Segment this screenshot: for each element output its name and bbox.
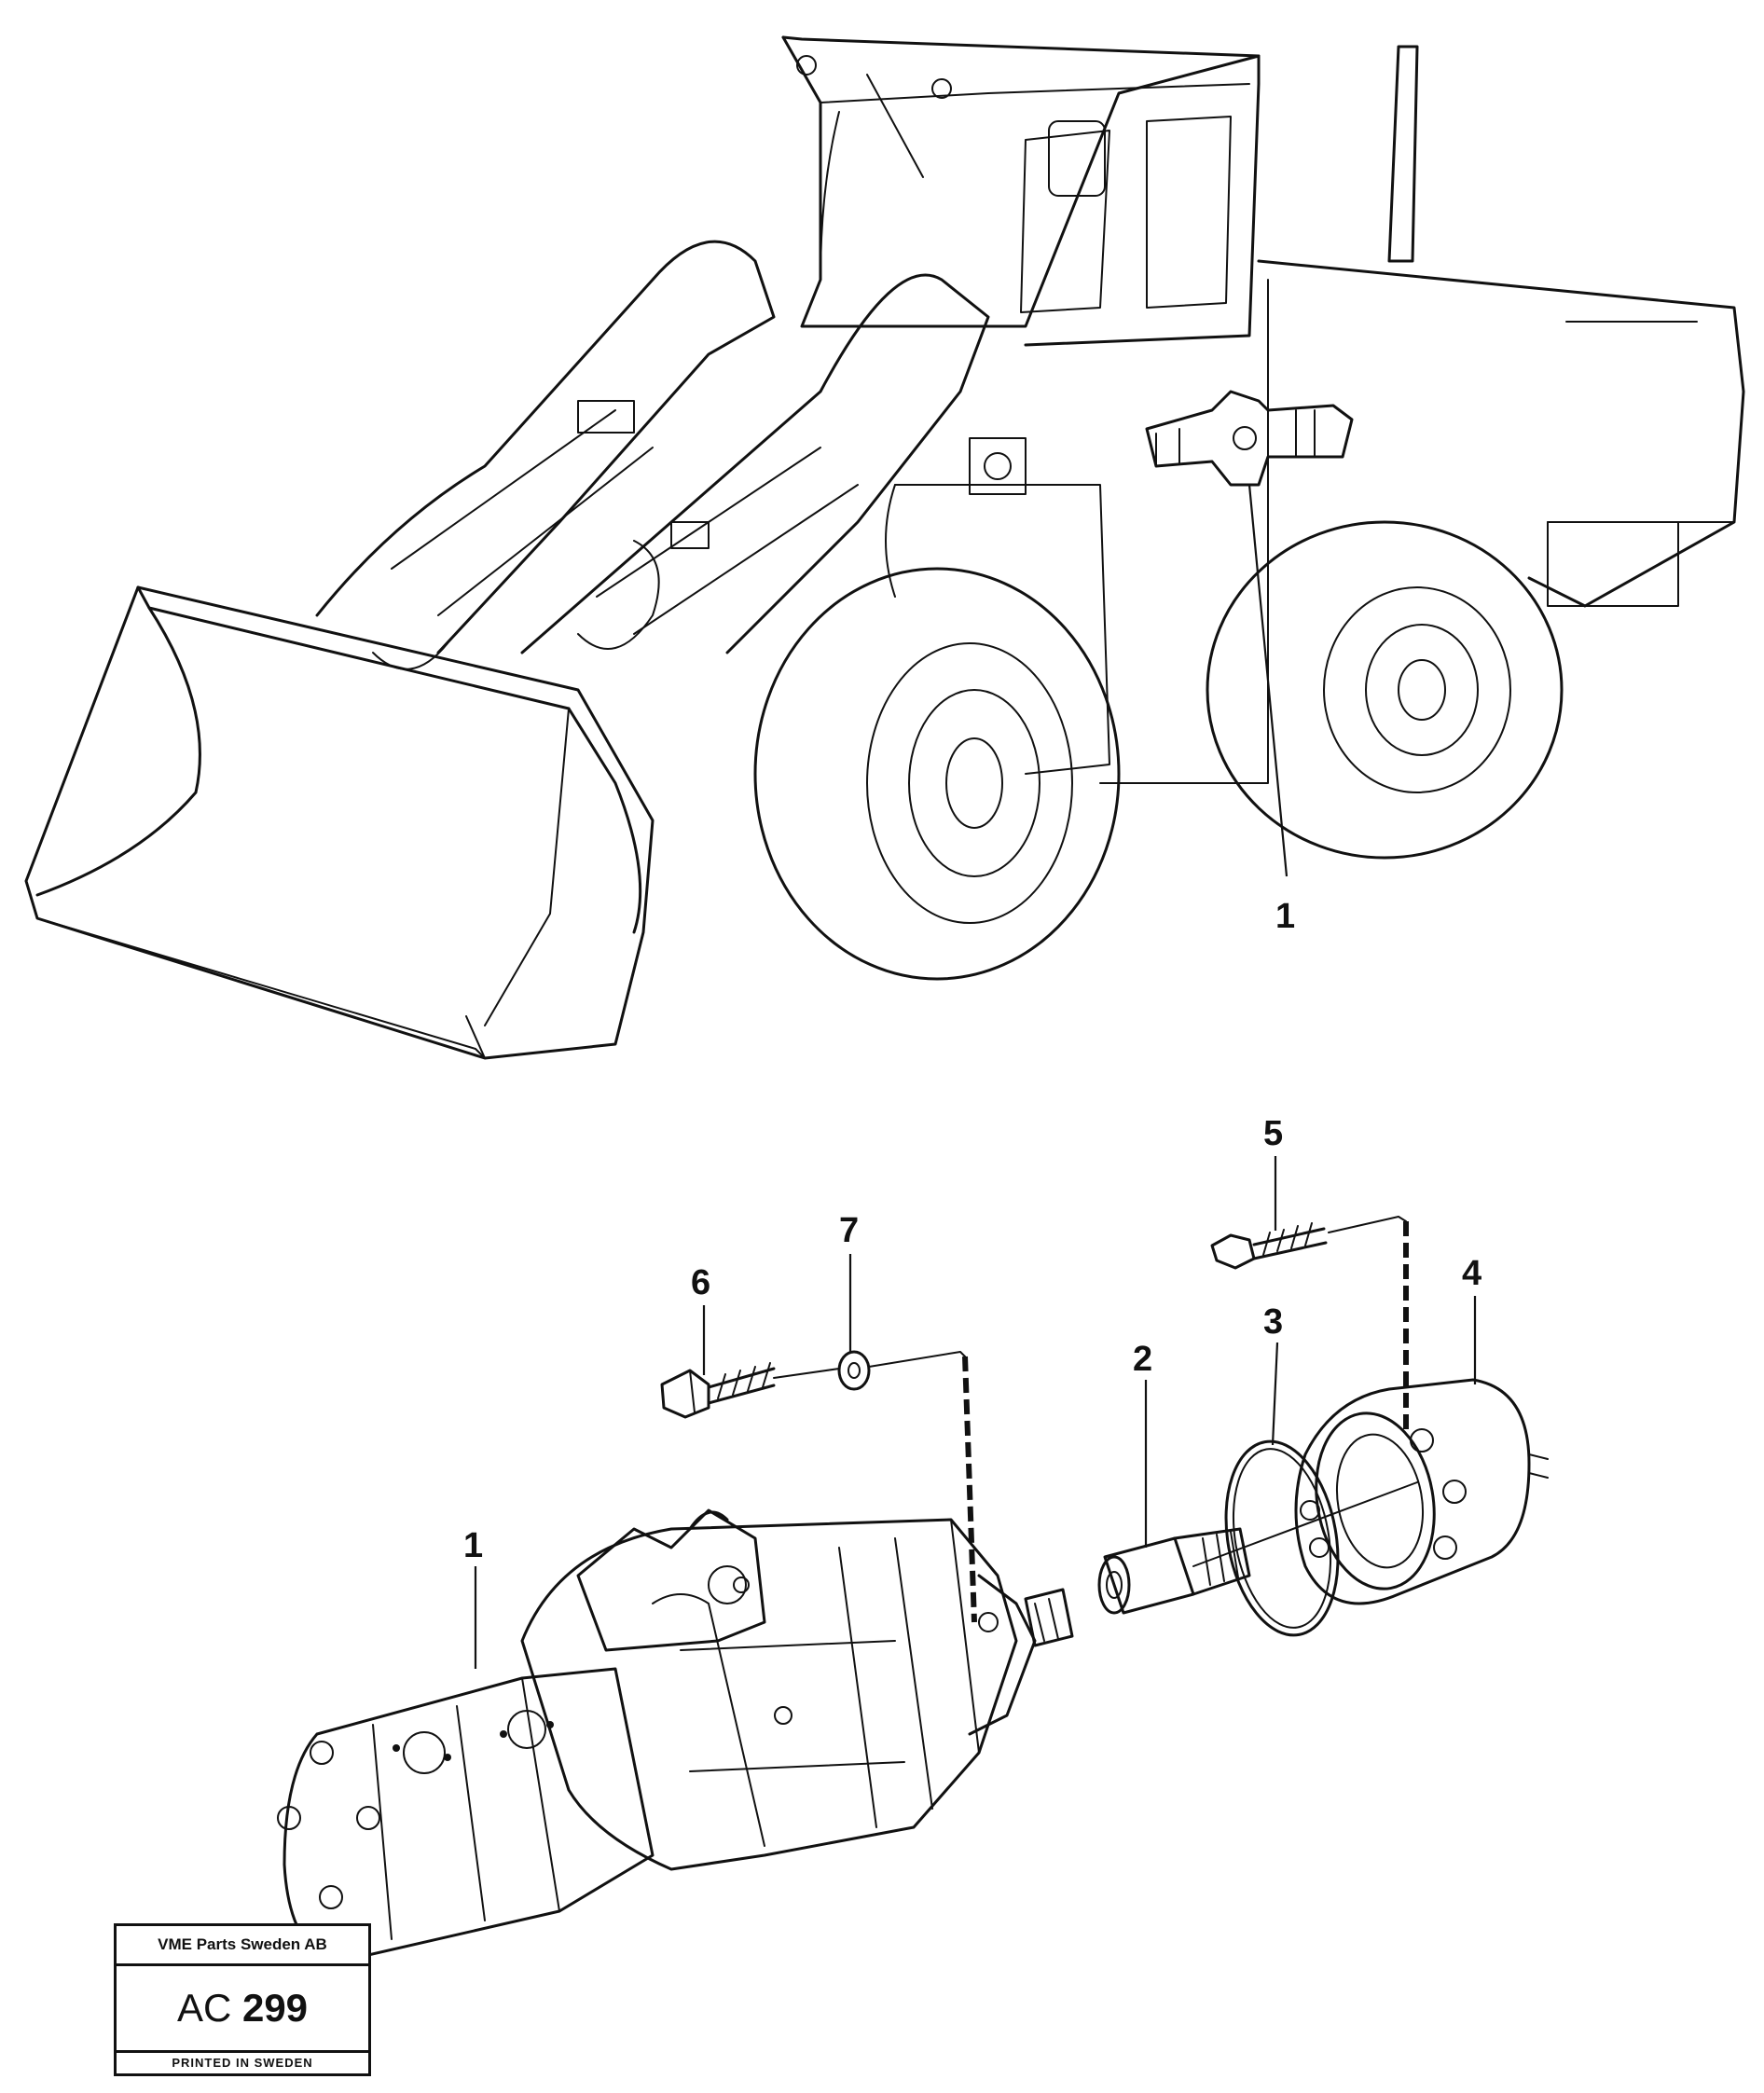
stamp-code-number: 299 — [241, 1986, 309, 2030]
stamp-company: VME Parts Sweden AB — [117, 1926, 368, 1966]
callout-label-6: 6 — [691, 1263, 710, 1302]
callout-label-7: 7 — [839, 1211, 859, 1250]
exploded-parts-view: 1 6 7 2 — [277, 1114, 1549, 1964]
loader-rear-wheel — [1206, 520, 1564, 860]
loader-pump-location — [1145, 390, 1354, 487]
loader-cab — [781, 35, 1261, 347]
stamp-code: AC 299 — [117, 1966, 368, 2053]
stamp-code-prefix: AC — [176, 1986, 242, 2030]
wheel-loader-illustration: 1 — [24, 35, 1745, 1060]
flange-housing-part-4 — [1192, 1378, 1549, 1605]
loader-bucket — [24, 585, 655, 1060]
title-stamp: VME Parts Sweden AB AC 299 PRINTED IN SW… — [114, 1923, 371, 2076]
stamp-footer: PRINTED IN SWEDEN — [172, 2056, 313, 2070]
callout-label-5: 5 — [1263, 1114, 1283, 1153]
screw-part-5 — [1210, 1222, 1328, 1270]
callout-label-1-pump: 1 — [463, 1526, 483, 1565]
hydraulic-pump — [277, 1508, 1074, 1964]
loader-lift-arms — [315, 240, 990, 670]
callout-label-1-loader: 1 — [1275, 897, 1295, 936]
callout-label-4: 4 — [1462, 1254, 1481, 1293]
loader-rear-body — [885, 45, 1745, 784]
screw-part-6 — [660, 1362, 776, 1419]
callout-label-2: 2 — [1133, 1340, 1152, 1379]
loader-front-wheel — [753, 567, 1121, 981]
o-ring-part-3 — [1224, 1439, 1340, 1637]
washer-part-7 — [837, 1350, 871, 1391]
coupling-sleeve-part-2 — [1097, 1527, 1251, 1615]
callout-label-3: 3 — [1263, 1302, 1283, 1342]
